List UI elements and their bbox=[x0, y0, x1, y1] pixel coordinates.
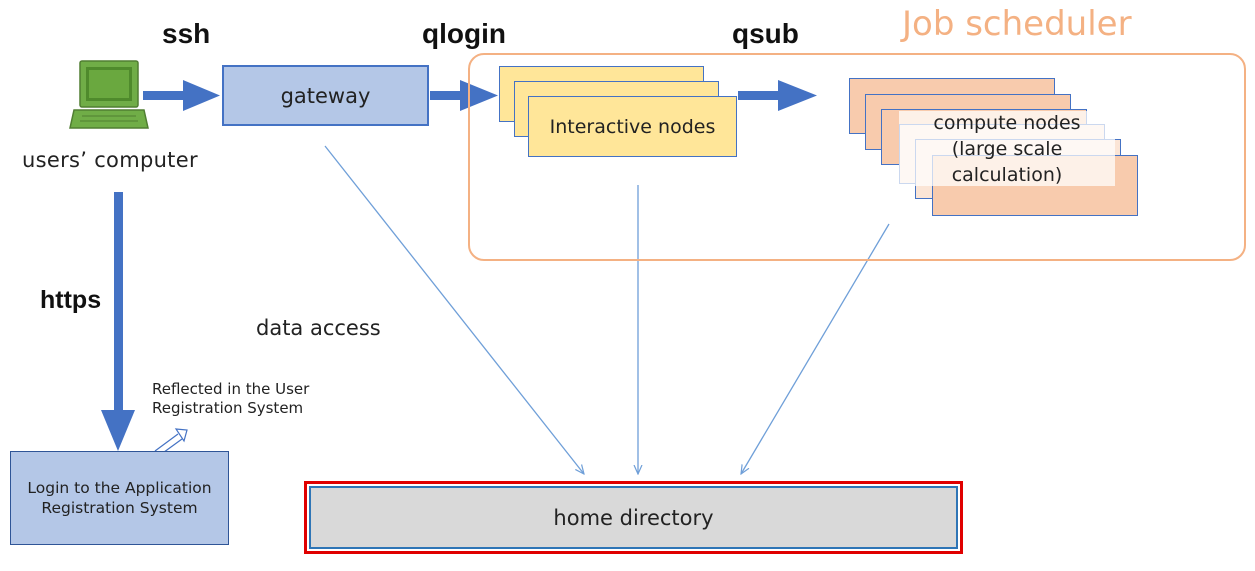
login-application-box: Login to the Application Registration Sy… bbox=[10, 451, 229, 545]
users-computer-label: users’ computer bbox=[22, 148, 198, 172]
job-scheduler-region bbox=[468, 53, 1246, 261]
ssh-label: ssh bbox=[162, 18, 211, 49]
compute-nodes-label-bg bbox=[899, 111, 1115, 186]
home-directory: home directory bbox=[309, 486, 958, 549]
data-access-label: data access bbox=[256, 316, 381, 340]
interactive-node-front: Interactive nodes bbox=[528, 96, 737, 157]
gateway-data-access-line bbox=[324, 145, 584, 474]
home-directory-frame bbox=[304, 481, 963, 554]
https-arrow bbox=[101, 192, 135, 451]
interactive-nodes-label: Interactive nodes bbox=[549, 115, 716, 138]
gateway-node: gateway bbox=[222, 65, 429, 126]
qsub-arrow bbox=[738, 80, 817, 111]
qsub-label: qsub bbox=[732, 18, 799, 49]
login-application-label: Login to the Application Registration Sy… bbox=[27, 479, 212, 517]
compute-nodes-label: compute nodes (large scale calculation) bbox=[933, 112, 1081, 186]
home-directory-label: home directory bbox=[553, 505, 714, 530]
compute-data-access-line bbox=[741, 223, 890, 474]
qlogin-label: qlogin bbox=[422, 18, 506, 49]
https-label: https bbox=[40, 286, 102, 314]
laptop-icon bbox=[69, 60, 149, 129]
reflected-label: Reflected in the User Registration Syste… bbox=[152, 380, 310, 417]
gateway-label: gateway bbox=[280, 83, 371, 108]
ssh-arrow bbox=[143, 80, 220, 111]
job-scheduler-label: Job scheduler bbox=[898, 4, 1136, 44]
